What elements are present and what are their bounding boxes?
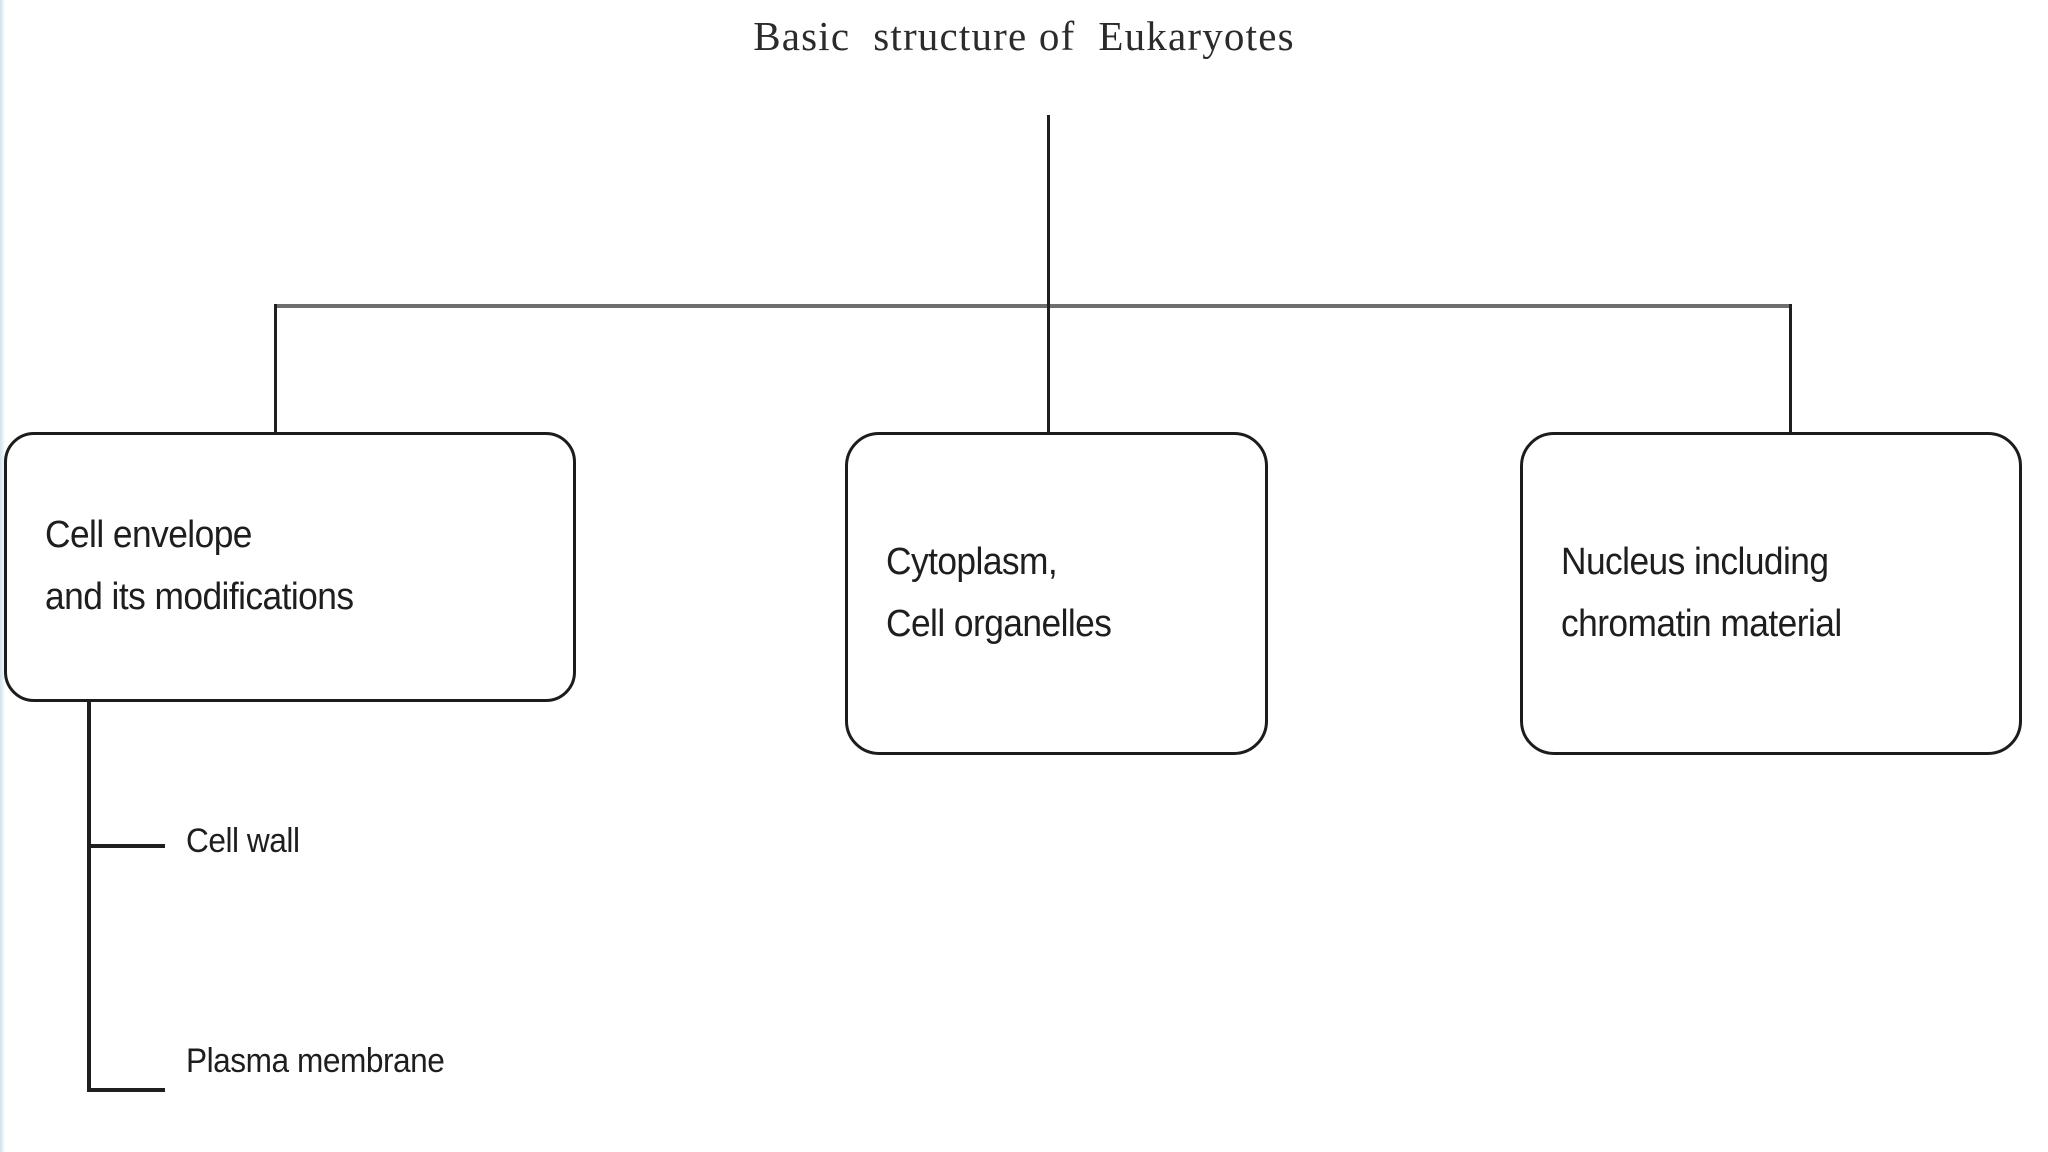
node-cell-envelope-line-2: and its modifications	[45, 576, 354, 618]
connector-root-stem	[1047, 115, 1050, 307]
leaf-label-plasma-membrane[interactable]: Plasma membrane	[186, 1042, 445, 1080]
connector-subtree-stem	[87, 700, 91, 1092]
node-cytoplasm-line-1: Cytoplasm,	[886, 540, 1058, 583]
node-cytoplasm-line-2: Cell organelles	[886, 602, 1112, 645]
page-title: Basic structure of Eukaryotes	[753, 13, 1295, 59]
connector-drop-cell-envelope	[274, 304, 277, 434]
node-cell-envelope[interactable]: Cell envelope and its modifications	[4, 432, 576, 702]
node-nucleus-line-1: Nucleus including	[1561, 540, 1829, 583]
connector-drop-cytoplasm	[1047, 304, 1050, 434]
connector-horizontal-bar	[275, 304, 1792, 308]
connector-drop-nucleus	[1789, 304, 1792, 434]
node-cell-envelope-line-1: Cell envelope	[45, 514, 252, 557]
leaf-label-cell-wall[interactable]: Cell wall	[186, 822, 300, 860]
node-nucleus-line-2: chromatin material	[1561, 602, 1842, 645]
node-nucleus[interactable]: Nucleus including chromatin material	[1520, 432, 2022, 755]
connector-tick-plasma-membrane	[87, 1088, 165, 1092]
page-edge-artifact	[0, 0, 5, 1152]
connector-tick-cell-wall	[87, 844, 165, 848]
node-cytoplasm[interactable]: Cytoplasm, Cell organelles	[845, 432, 1268, 755]
